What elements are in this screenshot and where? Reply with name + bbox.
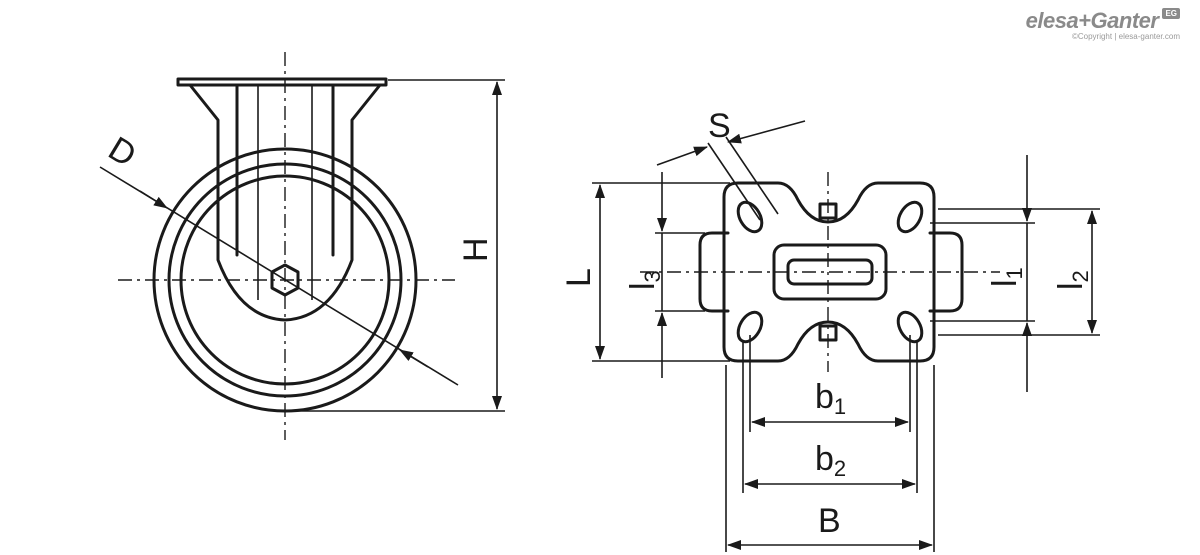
label-l1-sub: 1 (1002, 267, 1027, 279)
stud-bottom (818, 324, 838, 342)
label-l2: l2 (1052, 270, 1093, 290)
mounting-plate (722, 181, 936, 363)
label-b2-sub: 2 (834, 456, 846, 481)
label-D: D (102, 130, 143, 175)
wheel-rim (179, 174, 391, 386)
dim-S-arrow-right (727, 120, 806, 144)
top-plate (176, 77, 388, 87)
fork-body (188, 83, 382, 322)
center-slot-outer (772, 243, 888, 301)
stud-top (818, 202, 838, 220)
label-b2-main: b (815, 440, 834, 478)
hole-top-right (896, 200, 924, 234)
dim-D-arrow-bottom (399, 349, 429, 368)
label-l2-main: l (1052, 282, 1090, 290)
hole-bottom-right (896, 310, 924, 344)
dim-S-ext-2 (725, 136, 779, 215)
label-b2: b2 (815, 440, 846, 481)
mounting-holes (736, 200, 924, 344)
dim-S-ext-1 (707, 142, 761, 221)
logo-copyright: ©Copyright | elesa-ganter.com (1071, 32, 1180, 41)
dim-D-arrow-top (139, 190, 168, 209)
hub-right (928, 231, 964, 313)
label-l3: l3 (624, 270, 665, 290)
label-l2-sub: 2 (1068, 270, 1093, 282)
hub-left (698, 231, 730, 313)
label-l3-sub: 3 (640, 270, 665, 282)
label-l1-main: l (986, 279, 1024, 287)
label-H: H (457, 237, 495, 262)
hole-top-left (736, 200, 764, 234)
wheel-tire-outer (152, 147, 418, 413)
center-slot-inner (786, 258, 874, 286)
label-l3-main: l (624, 282, 662, 290)
wheel-tire-inner (167, 162, 403, 398)
label-b1-main: b (815, 378, 834, 416)
side-view: D H (99, 52, 505, 440)
label-l1: l1 (986, 267, 1027, 287)
label-b1-sub: 1 (834, 394, 846, 419)
label-b1: b1 (815, 378, 846, 419)
top-view: S L l3 l1 l2 (560, 107, 1100, 552)
label-L: L (560, 268, 598, 287)
label-B: B (818, 502, 841, 540)
logo-badge: EG (1162, 8, 1180, 19)
logo-brand-text: elesa+Ganter (1025, 8, 1159, 33)
label-S: S (708, 107, 731, 145)
dim-S-arrow-left (656, 146, 708, 166)
hole-bottom-left (736, 310, 764, 344)
